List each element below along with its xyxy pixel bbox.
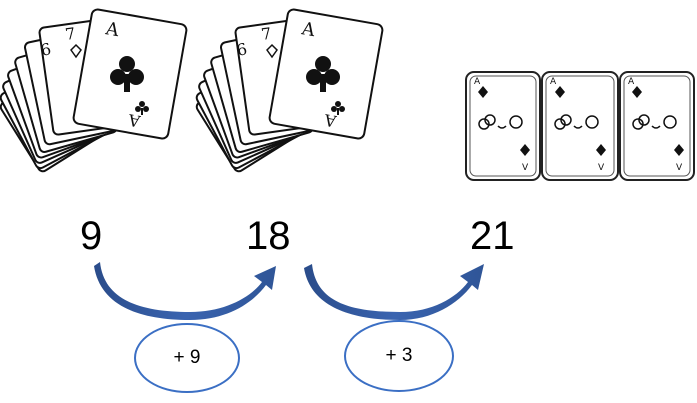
- number-middle: 18: [246, 216, 291, 256]
- step-label-first: + 9: [174, 347, 201, 369]
- cute-card-rank: A: [550, 77, 557, 87]
- jump-arrow-second: [304, 264, 484, 320]
- step-bubble-first: + 9: [134, 323, 240, 393]
- cute-card-1: [466, 72, 540, 180]
- number-end: 21: [470, 216, 515, 256]
- cute-card-bottom-mark: V: [522, 163, 529, 173]
- cute-card-3: [620, 72, 694, 180]
- number-start: 9: [80, 216, 102, 256]
- cute-cards: A A A V V V: [466, 72, 694, 180]
- cute-card-2: [542, 72, 618, 180]
- step-label-second: + 3: [386, 345, 413, 367]
- cute-card-bottom-mark: V: [598, 163, 605, 173]
- cute-card-bottom-mark: V: [676, 163, 683, 173]
- jump-arrow-first: [94, 262, 276, 320]
- card-fan-middle: 6 7 A A: [195, 9, 383, 174]
- cute-card-rank: A: [628, 77, 635, 87]
- cute-card-rank: A: [474, 77, 481, 87]
- card-fan-left: 6 7 A A: [0, 9, 187, 174]
- step-bubble-second: + 3: [344, 320, 454, 392]
